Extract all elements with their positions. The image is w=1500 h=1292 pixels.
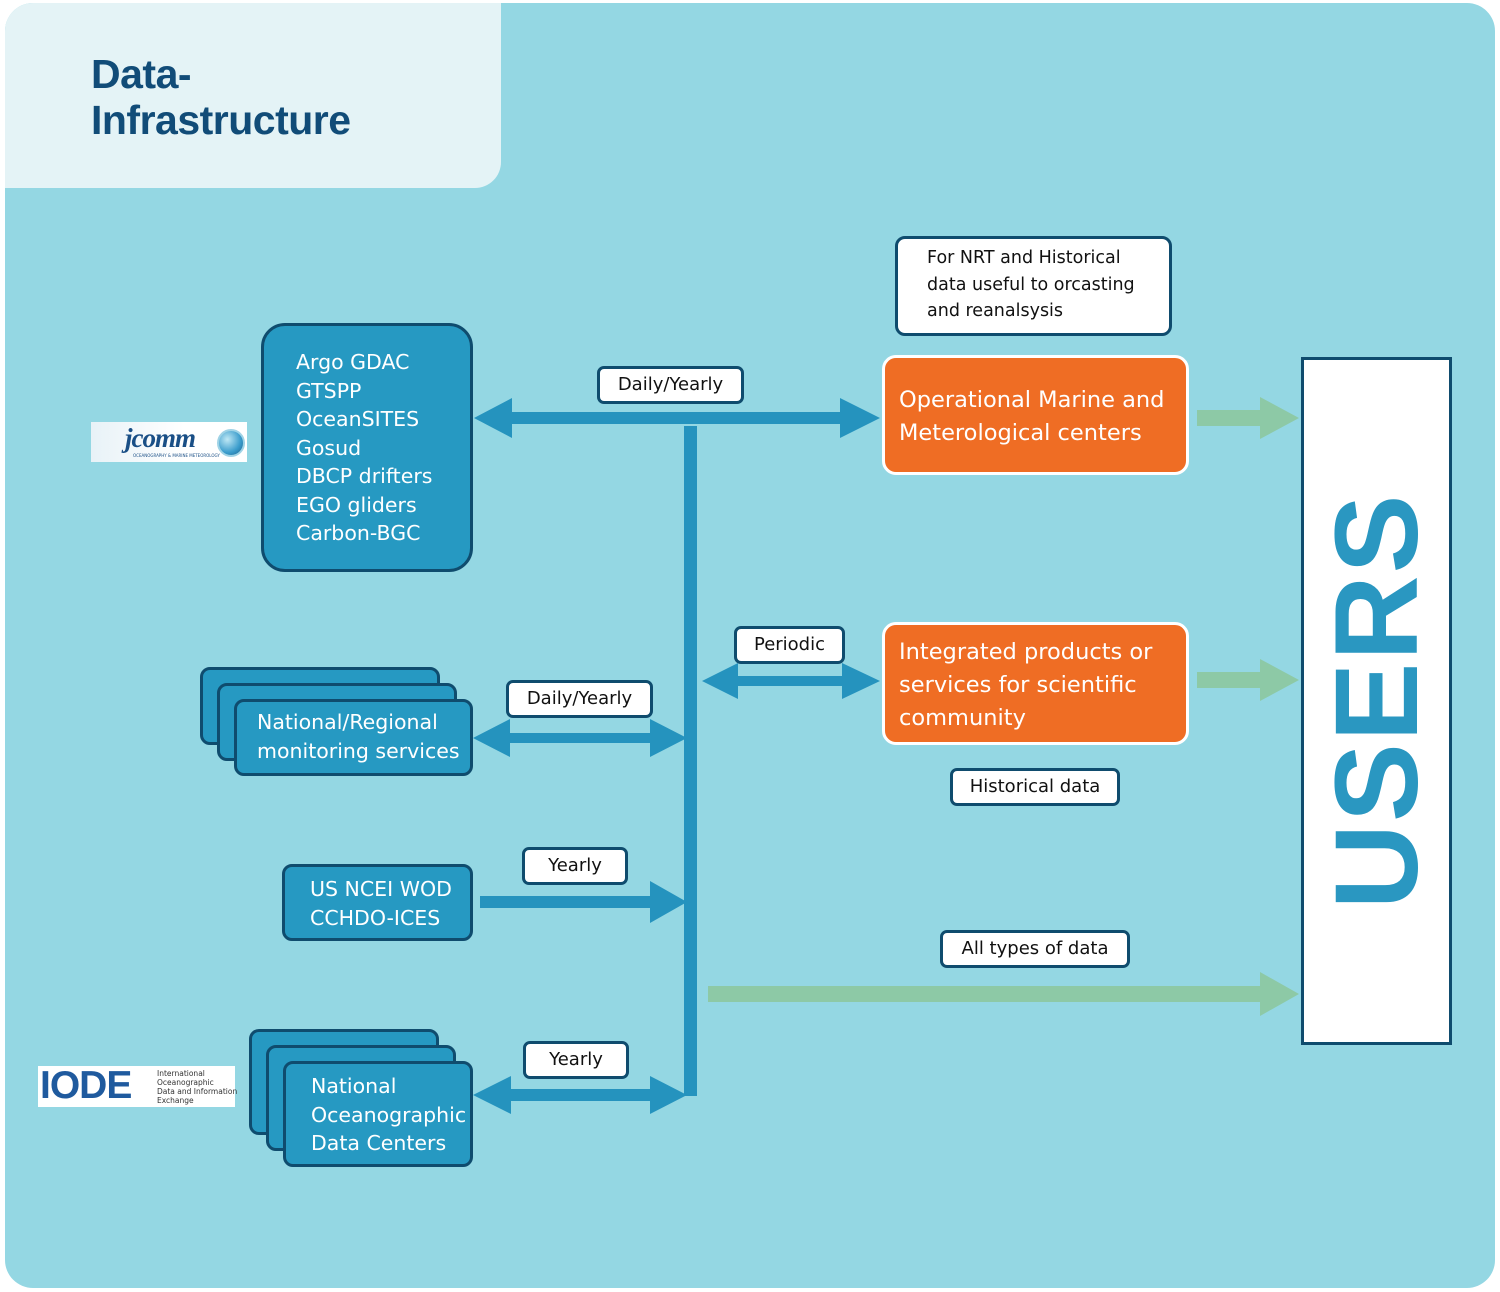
note-line-2: data useful to orcasting [927, 274, 1135, 295]
users-label: USERS [1310, 492, 1443, 910]
source-ego-gliders: EGO gliders [296, 492, 417, 517]
ncei-line-1: US NCEI WOD [310, 877, 452, 901]
label-nodc-frequency: Yearly [523, 1041, 629, 1079]
nodc-line-1: National [311, 1074, 397, 1098]
nodc-box: National Oceanographic Data Centers [283, 1061, 473, 1167]
iode-logo-line-3: Data and Information [157, 1087, 238, 1096]
operational-centers-box: Operational Marine and Meterological cen… [882, 355, 1189, 475]
label-ncei-frequency: Yearly [522, 847, 628, 885]
source-oceansites: OceanSITES [296, 407, 420, 431]
arrow-national-regional [473, 719, 687, 757]
operational-line-2: Meterological centers [899, 420, 1142, 446]
national-regional-line-1: National/Regional [257, 710, 438, 734]
label-periodic: Periodic [734, 626, 845, 664]
jcomm-globe-icon [217, 429, 245, 457]
arrow-integrated-users [1197, 659, 1299, 701]
source-dbcp-drifters: DBCP drifters [296, 464, 433, 488]
iode-logo-line-2: Oceanographic [157, 1078, 214, 1087]
title-panel: Data- Infrastructure [5, 3, 501, 188]
iode-logo-line-1: International [157, 1069, 205, 1078]
label-national-frequency: Daily/Yearly [506, 680, 653, 718]
jcomm-logo-subtext: OCEANOGRAPHY & MARINE METEOROLOGY [133, 453, 220, 458]
arrow-ncei [480, 881, 687, 923]
source-carbon-bgc: Carbon-BGC [296, 521, 421, 545]
users-box: USERS [1301, 357, 1452, 1045]
arrow-jcomm-operational [474, 398, 880, 438]
ncei-box: US NCEI WOD CCHDO-ICES [282, 864, 473, 941]
national-regional-line-2: monitoring services [257, 738, 460, 763]
arrow-periodic [702, 663, 880, 699]
iode-logo-text: IODE [40, 1064, 132, 1107]
integrated-line-2: services for scientific [899, 672, 1137, 698]
label-jcomm-frequency: Daily/Yearly [597, 366, 744, 404]
label-all-types-of-data: All types of data [940, 930, 1130, 968]
iode-logo-line-4: Exchange [157, 1096, 194, 1105]
operational-line-1: Operational Marine and [899, 387, 1165, 413]
integrated-products-box: Integrated products or services for scie… [882, 622, 1189, 745]
jcomm-data-sources-box: Argo GDAC GTSPP OceanSITES Gosud DBCP dr… [261, 323, 473, 572]
arrow-nodc [473, 1076, 687, 1114]
title-line-1: Data- [91, 51, 192, 97]
note-line-3: and reanalsysis [927, 301, 1064, 321]
page-title: Data- Infrastructure [91, 51, 351, 143]
national-regional-services-box: National/Regional monitoring services [234, 699, 473, 776]
source-gosud: Gosud [296, 435, 362, 460]
jcomm-logo-text: jcomm [125, 423, 196, 453]
note-line-1: For NRT and Historical [927, 248, 1121, 268]
ncei-line-2: CCHDO-ICES [310, 905, 441, 930]
connector-arrows [473, 397, 1299, 1114]
trunk-line [684, 426, 697, 1096]
nrt-historical-note: For NRT and Historical data useful to or… [895, 236, 1172, 336]
diagram-canvas: Data- Infrastructure jcomm OCEANOGRAPHY … [5, 3, 1495, 1288]
integrated-line-3: community [899, 705, 1026, 731]
integrated-line-1: Integrated products or [899, 639, 1153, 665]
label-historical-data: Historical data [950, 768, 1120, 806]
jcomm-logo: jcomm OCEANOGRAPHY & MARINE METEOROLOGY [91, 422, 247, 462]
source-argo-gdac: Argo GDAC [296, 350, 410, 374]
source-gtspp: GTSPP [296, 378, 362, 403]
iode-logo: IODE International Oceanographic Data an… [38, 1064, 238, 1107]
arrow-all-data-users [708, 972, 1299, 1016]
arrow-operational-users [1197, 397, 1299, 439]
nodc-line-3: Data Centers [311, 1131, 447, 1155]
nodc-line-2: Oceanographic [311, 1102, 467, 1127]
title-line-2: Infrastructure [91, 97, 351, 143]
